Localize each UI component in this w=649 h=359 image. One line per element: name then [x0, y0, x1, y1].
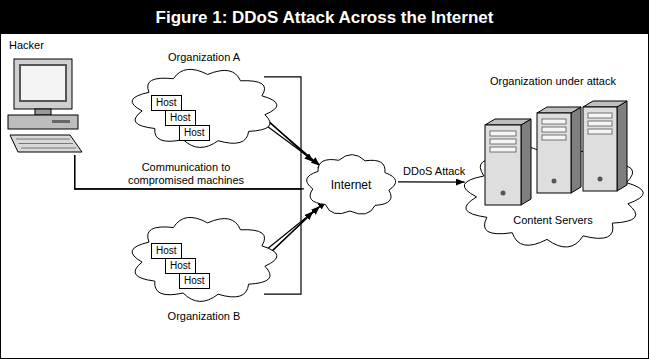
key-row [21, 148, 76, 149]
host-label: Host [184, 127, 205, 138]
text-holder: Organization A [129, 51, 279, 64]
keyboard [10, 135, 82, 152]
hacker-computer: Hacker [6, 39, 84, 155]
cloud-outline [129, 215, 279, 303]
host-box: Host [179, 273, 210, 289]
connector-arrow [398, 181, 465, 182]
figure-title: Figure 1: DDoS Attack Across the Interne… [156, 8, 494, 28]
server-top [485, 119, 531, 125]
title-bar: Figure 1: DDoS Attack Across the Interne… [1, 1, 648, 34]
drive-bay [542, 127, 566, 132]
drive-bay [588, 121, 612, 126]
host-label: Host [170, 260, 191, 271]
connector-arrow [263, 123, 327, 171]
computer-icon [8, 59, 82, 152]
internet-cloud: Internet [304, 153, 398, 217]
server-tower [583, 101, 627, 191]
host-label: Host [156, 97, 177, 108]
host-box: Host [151, 243, 182, 259]
server-front [583, 107, 617, 191]
server-front [485, 125, 521, 205]
connector-label: Communication to compromised machines [117, 161, 255, 187]
monitor-stand [35, 109, 51, 115]
power-light [598, 177, 603, 182]
server-group [479, 95, 629, 215]
text-holder: Organization B [129, 310, 279, 323]
text-holder: Hacker [9, 39, 44, 52]
cloud-shape [132, 69, 277, 147]
organization-cloud: Organization BHostHostHost [129, 215, 279, 323]
server-top [537, 107, 581, 113]
host-box: Host [151, 95, 182, 111]
server-side [571, 107, 581, 193]
server-tower [537, 107, 581, 193]
server-top [583, 101, 627, 107]
screen [20, 65, 66, 101]
drive-bay [490, 131, 516, 136]
host-box: Host [179, 125, 210, 141]
server-side [617, 101, 627, 191]
node-label: Organization under attack [490, 75, 616, 87]
node-label: Internet [331, 179, 372, 192]
key-row [16, 139, 70, 140]
organization-cloud: Organization AHostHostHost [129, 51, 279, 149]
power-light [552, 179, 557, 184]
drive-bay [588, 129, 612, 134]
drive-bay [542, 119, 566, 124]
host-box: Host [165, 110, 196, 126]
drive-bay [542, 135, 566, 140]
cloud-shape [132, 217, 277, 301]
system-unit [8, 115, 78, 129]
node-label: Organization B [168, 310, 241, 322]
drive-slot [52, 120, 70, 123]
drive-bay [588, 113, 612, 118]
drive-bay [490, 147, 516, 152]
node-label: Hacker [9, 39, 44, 51]
host-label: Host [156, 245, 177, 256]
monitor [14, 59, 72, 109]
connector-label: DDoS Attack [401, 165, 467, 178]
cloud-shape [307, 155, 396, 215]
key-row [19, 143, 74, 144]
text-holder: Content Servers [461, 214, 645, 227]
text-holder: Internet [304, 153, 398, 217]
drive-bay [490, 139, 516, 144]
connector-line [75, 155, 304, 189]
text-holder: Organization under attack [461, 75, 645, 88]
node-label: Content Servers [513, 214, 592, 226]
target-cloud: Organization under attackContent Servers [461, 75, 645, 251]
power-light [501, 191, 506, 196]
server-front [537, 113, 571, 193]
node-label: Organization A [168, 51, 240, 63]
host-label: Host [170, 112, 191, 123]
icon-graphic [6, 59, 84, 155]
host-box: Host [165, 258, 196, 274]
server-side [521, 119, 531, 205]
server-tower [485, 119, 531, 205]
host-label: Host [184, 275, 205, 286]
